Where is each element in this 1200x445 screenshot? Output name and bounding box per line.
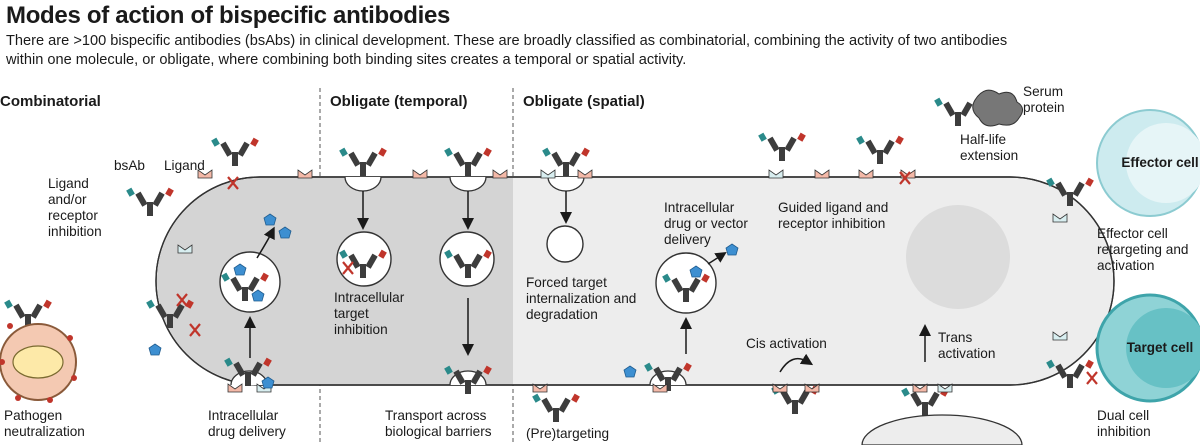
label-target-cell: Target cell xyxy=(1126,340,1194,355)
label-pretargeting: (Pre)targeting xyxy=(526,426,610,441)
label-intracellular-drug-delivery: Intracellular drug delivery xyxy=(208,408,286,439)
label-transport-barriers: Transport across biological barriers xyxy=(385,408,492,439)
nucleus xyxy=(906,205,1010,309)
vesicle-vector-delivery xyxy=(655,252,717,314)
bsab-glyph-15 xyxy=(758,132,806,161)
label-bsab: bsAb xyxy=(114,158,145,173)
bsab-glyph-7 xyxy=(444,147,492,176)
section-combinatorial: Combinatorial xyxy=(0,93,101,110)
serum-protein-blob xyxy=(972,89,1023,127)
vesicle-degradation xyxy=(546,225,584,263)
vesicle-drug-delivery xyxy=(219,251,281,313)
label-trans-activation: Trans activation xyxy=(938,330,996,361)
label-forced-internalization: Forced target internalization and degrad… xyxy=(526,275,637,322)
bsab-glyph-16 xyxy=(856,135,904,164)
label-cis-activation: Cis activation xyxy=(746,336,827,351)
label-pathogen-neutralization: Pathogen neutralization xyxy=(4,408,85,439)
label-intracellular-target-inhibition: Intracellular target inhibition xyxy=(334,290,405,337)
label-ligand-receptor-inhibition: Ligand and/or receptor inhibition xyxy=(48,176,102,239)
bsab-glyph-6 xyxy=(339,147,387,176)
bsab-glyph-12 xyxy=(532,393,580,422)
bsab-glyph-2 xyxy=(211,137,259,166)
label-effector-retargeting: Effector cell retargeting and activation xyxy=(1097,226,1189,273)
figure-subtitle: There are >100 bispecific antibodies (bs… xyxy=(6,33,1008,68)
arrow-cis xyxy=(779,353,814,373)
label-intracellular-vector-delivery: Intracellular drug or vector delivery xyxy=(664,200,748,247)
label-guided-inhibition: Guided ligand and receptor inhibition xyxy=(778,200,889,231)
neighbor-cell xyxy=(861,414,1023,445)
vesicle-transport xyxy=(439,231,495,287)
label-ligand: Ligand xyxy=(164,158,205,173)
label-serum-protein: Serum protein xyxy=(1023,84,1065,115)
section-obligate-spatial: Obligate (spatial) xyxy=(523,93,645,110)
bsab-glyph-1 xyxy=(126,187,174,216)
figure-title: Modes of action of bispecific antibodies xyxy=(6,2,451,29)
section-obligate-temporal: Obligate (temporal) xyxy=(330,93,468,110)
bsab-glyph-11 xyxy=(542,147,590,176)
label-effector-cell: Effector cell xyxy=(1121,155,1199,170)
label-half-life-extension: Half-life extension xyxy=(960,132,1019,163)
label-dual-cell-inhibition: Dual cell inhibition xyxy=(1097,408,1151,439)
